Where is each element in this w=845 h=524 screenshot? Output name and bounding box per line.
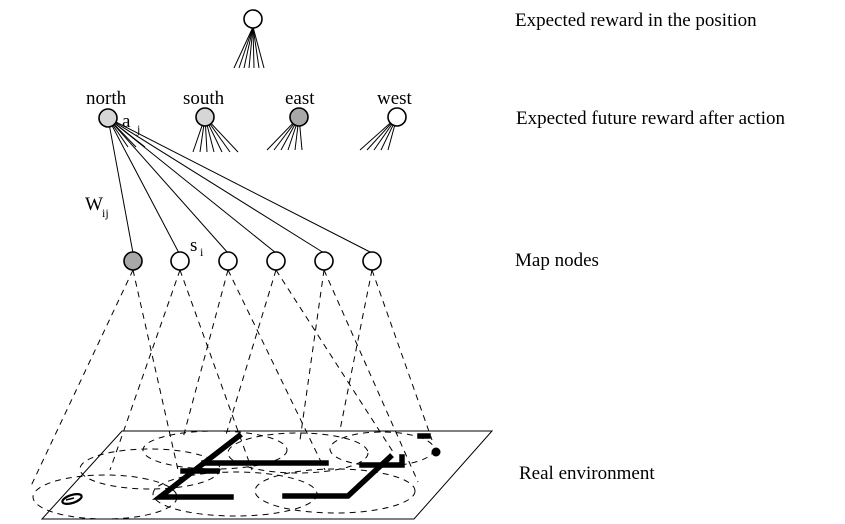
weight-symbol: W [85,194,103,215]
action-label-east: east [285,88,315,109]
north-to-map-weights [107,117,373,254]
map-node-3 [218,251,238,271]
map-node-4 [266,251,286,271]
position-reward-node [243,9,263,29]
position-reward-fan [233,26,265,69]
map-node-symbol: s [190,235,197,256]
label-map-nodes: Map nodes [515,250,599,271]
goal-dot [431,447,441,457]
action-label-west: west [377,88,413,109]
map-node-5 [314,251,334,271]
receptive-field-projections [29,269,433,489]
label-real-environment: Real environment [519,463,655,484]
map-node-2 [170,251,190,271]
environment-walls [151,432,431,500]
map-node-6 [362,251,382,271]
map-node-1 [123,251,143,271]
east-action-node [289,107,309,127]
south-action-node [195,107,215,127]
map-node-subscript: i [200,245,204,259]
label-position-reward: Expected reward in the position [515,10,757,31]
label-action-reward: Expected future reward after action [516,108,786,129]
weight-subscript: ij [102,206,109,220]
action-label-south: south [183,88,225,109]
action-node-symbol: a [122,111,131,132]
agent-marker [61,492,83,506]
north-action-node [98,108,118,128]
environment-plane [40,430,494,520]
west-action-node [387,107,407,127]
action-node-subscript: j [136,122,140,136]
action-label-north: north [86,88,127,109]
